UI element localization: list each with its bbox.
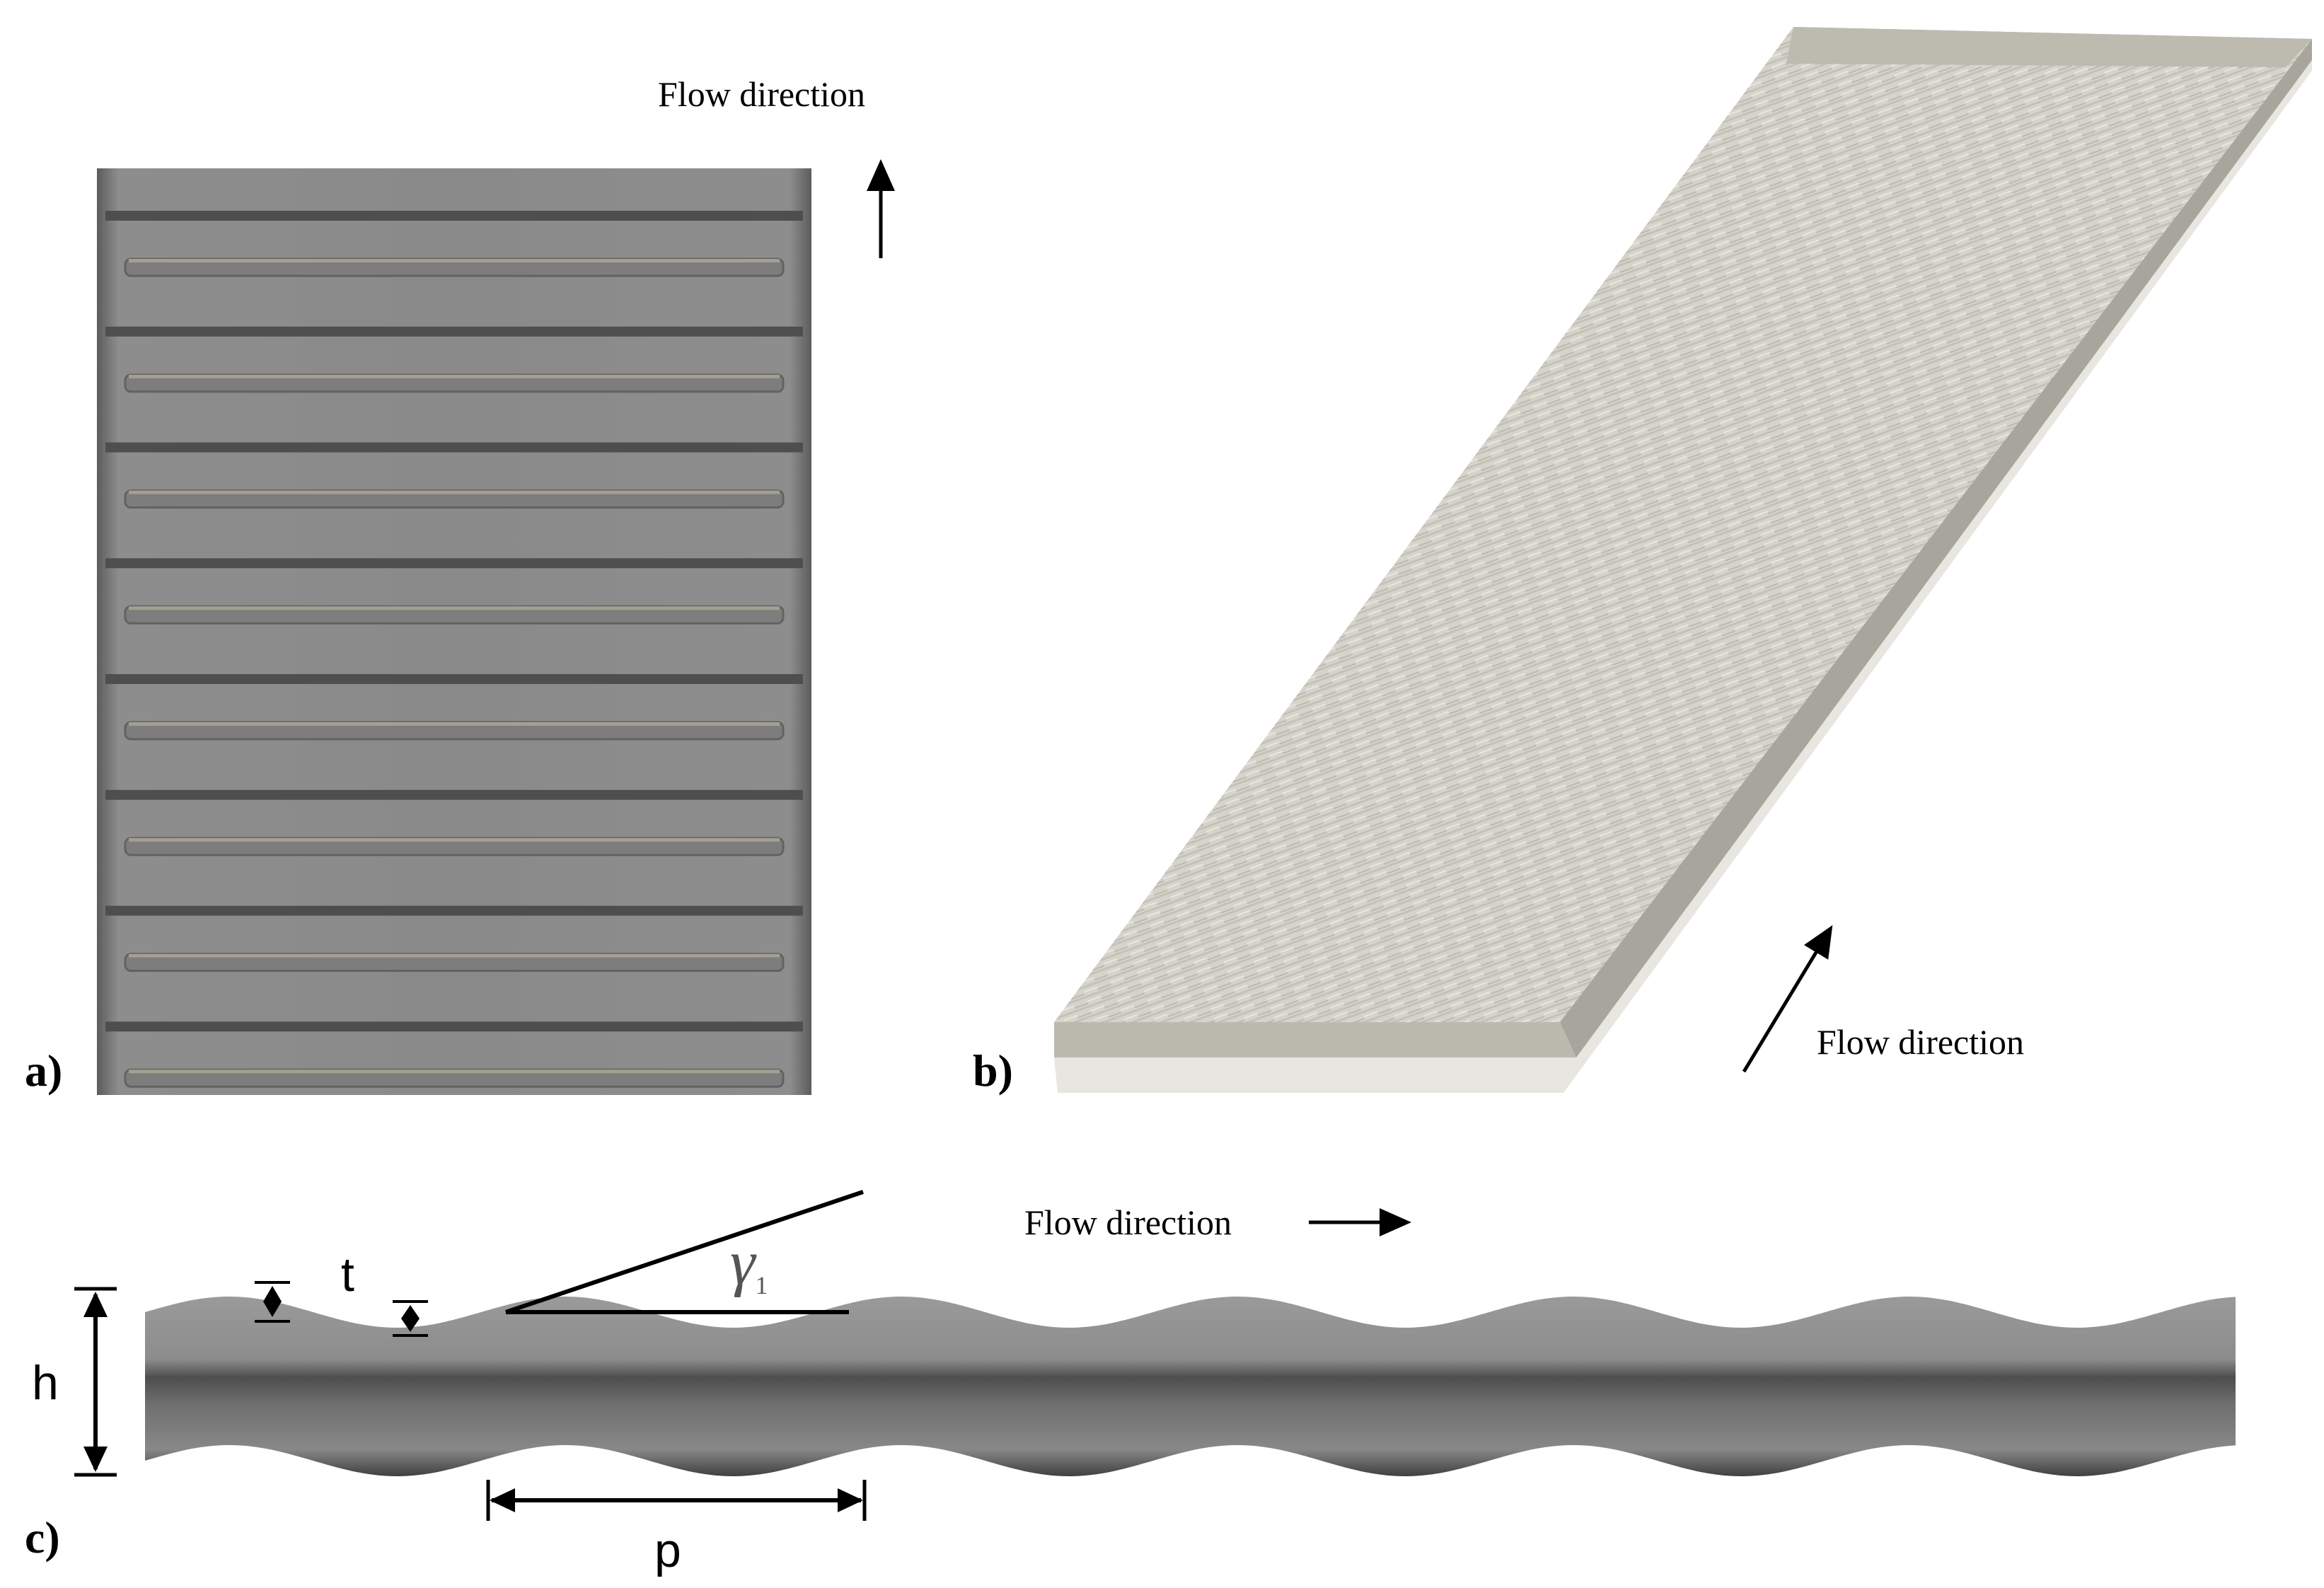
ridge-groove (105, 905, 803, 916)
p-dimension-label: p (654, 1524, 681, 1577)
ridge-highlight (129, 1070, 780, 1074)
corrugation-ridges (105, 211, 803, 1088)
h-dimension-label: h (32, 1356, 59, 1410)
ridge-highlight (129, 838, 780, 842)
panel-c-flow-label: Flow direction (1024, 1202, 1232, 1242)
panel-b-label: b) (973, 1045, 1013, 1096)
panel-a-label: a) (25, 1045, 62, 1096)
ridge-highlight (129, 606, 780, 610)
ridge-groove (105, 789, 803, 800)
plate-side-profile (145, 1297, 2236, 1476)
ridge-highlight (129, 259, 780, 262)
t-dimension-label: t (341, 1248, 354, 1302)
angle-gamma-label: γ1 (730, 1228, 768, 1299)
ridge-highlight (129, 490, 780, 494)
panel-c: Flow direction γ1 t h (25, 1190, 2236, 1577)
h-dimension-arrow (74, 1287, 117, 1477)
panel-b-flow-arrow (1742, 925, 1833, 1073)
t-dimension-marker-right (393, 1300, 428, 1337)
angle-line-inclined (505, 1190, 864, 1314)
ridge-highlight (129, 374, 780, 378)
ridge-highlight (129, 722, 780, 726)
panel-a-flow-label: Flow direction (658, 74, 865, 114)
plate-3d-top (1054, 27, 2312, 1022)
ridge-groove (105, 211, 803, 221)
panel-b-flow-label: Flow direction (1817, 1022, 2024, 1062)
plate-3d-edge-top (1786, 27, 2312, 67)
panel-b: Flow direction b) (973, 27, 2312, 1096)
ridge-groove (105, 558, 803, 569)
ridge-groove (105, 674, 803, 684)
plate-3d-right-edge (1560, 39, 2312, 1057)
panel-c-label: c) (25, 1512, 60, 1563)
ridge-groove (105, 326, 803, 337)
ridge-groove (105, 1021, 803, 1032)
plate-3d-edge-bottom (1054, 1022, 1576, 1057)
ridge-highlight (129, 954, 780, 958)
p-dimension-arrow (486, 1480, 867, 1521)
plate-top-view (97, 168, 811, 1095)
panel-a: Flow direction a) (25, 74, 895, 1096)
ridge-groove (105, 442, 803, 453)
t-dimension-marker-left (255, 1281, 290, 1323)
